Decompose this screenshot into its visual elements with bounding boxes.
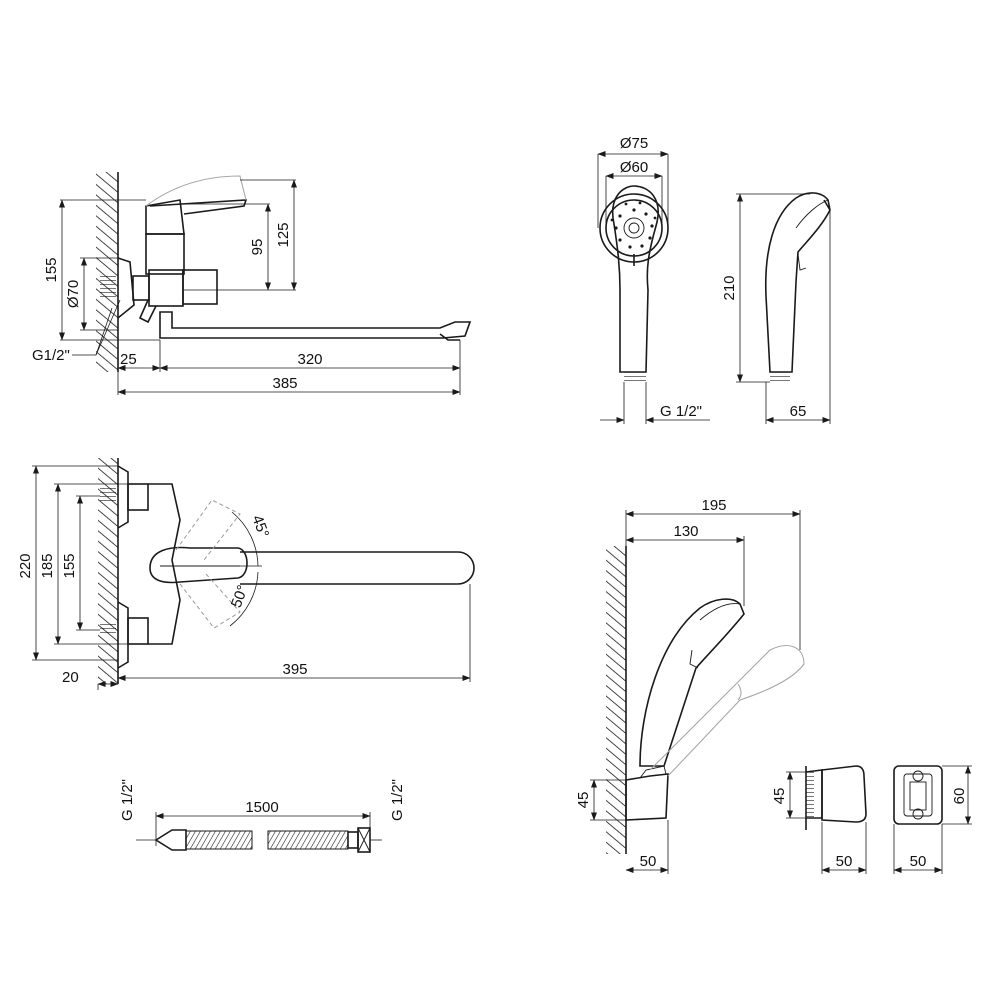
dim-label: 25 — [120, 351, 137, 368]
dim-label: 1500 — [245, 799, 278, 816]
dim-label: 65 — [790, 403, 807, 420]
thread-hatch — [770, 372, 790, 382]
dim-label: 45 — [771, 788, 788, 805]
hose-coil — [185, 830, 253, 850]
dim-label: 125 — [275, 222, 292, 247]
wall-hatch — [96, 172, 118, 372]
holder-side-view: 45 50 — [771, 765, 867, 874]
dim-label: 50° — [228, 583, 252, 610]
faucet-side-view: 155 Ø70 95 125 G1/2" 25 320 385 — [32, 172, 472, 395]
thread-hatch — [624, 372, 646, 382]
holder-front-view: 60 50 — [893, 765, 972, 874]
thread-hatch — [100, 488, 116, 502]
hose-coil — [267, 830, 349, 850]
dim-label: G 1/2" — [119, 779, 136, 821]
dim-label: Ø75 — [620, 135, 648, 152]
hose-view: 1500 G 1/2" G 1/2" — [119, 779, 406, 853]
dim-label: G 1/2" — [660, 403, 702, 420]
dim-label: 155 — [43, 257, 60, 282]
dim-label: 50 — [836, 853, 853, 870]
thread-hatch — [100, 274, 116, 300]
dim-label: 95 — [249, 239, 266, 256]
dim-label: Ø70 — [65, 280, 82, 308]
dim-label: 385 — [272, 375, 297, 392]
dim-label: 50 — [640, 853, 657, 870]
dim-label: Ø60 — [620, 159, 648, 176]
dim-label: 195 — [701, 497, 726, 514]
dim-label: 395 — [282, 661, 307, 678]
faucet-top-view: 220 185 155 20 395 45° 50° — [17, 458, 475, 690]
dim-label: 220 — [17, 553, 34, 578]
dim-label: G 1/2" — [389, 779, 406, 821]
dim-label: 20 — [62, 669, 79, 686]
dim-label: 130 — [673, 523, 698, 540]
dim-label: 210 — [721, 275, 738, 300]
dim-label: 50 — [910, 853, 927, 870]
thread-hatch — [100, 622, 116, 636]
spray-nozzles — [610, 201, 657, 249]
dim-label: 185 — [39, 553, 56, 578]
dim-label: 45 — [575, 792, 592, 809]
dim-label: 155 — [61, 553, 78, 578]
dim-label: 45° — [248, 513, 272, 540]
wall-hatch — [606, 546, 626, 854]
dim-label: 320 — [297, 351, 322, 368]
dim-label: 60 — [951, 788, 968, 805]
shower-head-side-view: 210 65 — [721, 192, 831, 424]
thread-hatch — [806, 772, 814, 818]
holder-with-shower-view: 195 130 45 50 — [575, 497, 805, 874]
dim-label: G1/2" — [32, 347, 70, 364]
shower-head-front-view: Ø75 Ø60 G 1/2" — [597, 135, 710, 424]
